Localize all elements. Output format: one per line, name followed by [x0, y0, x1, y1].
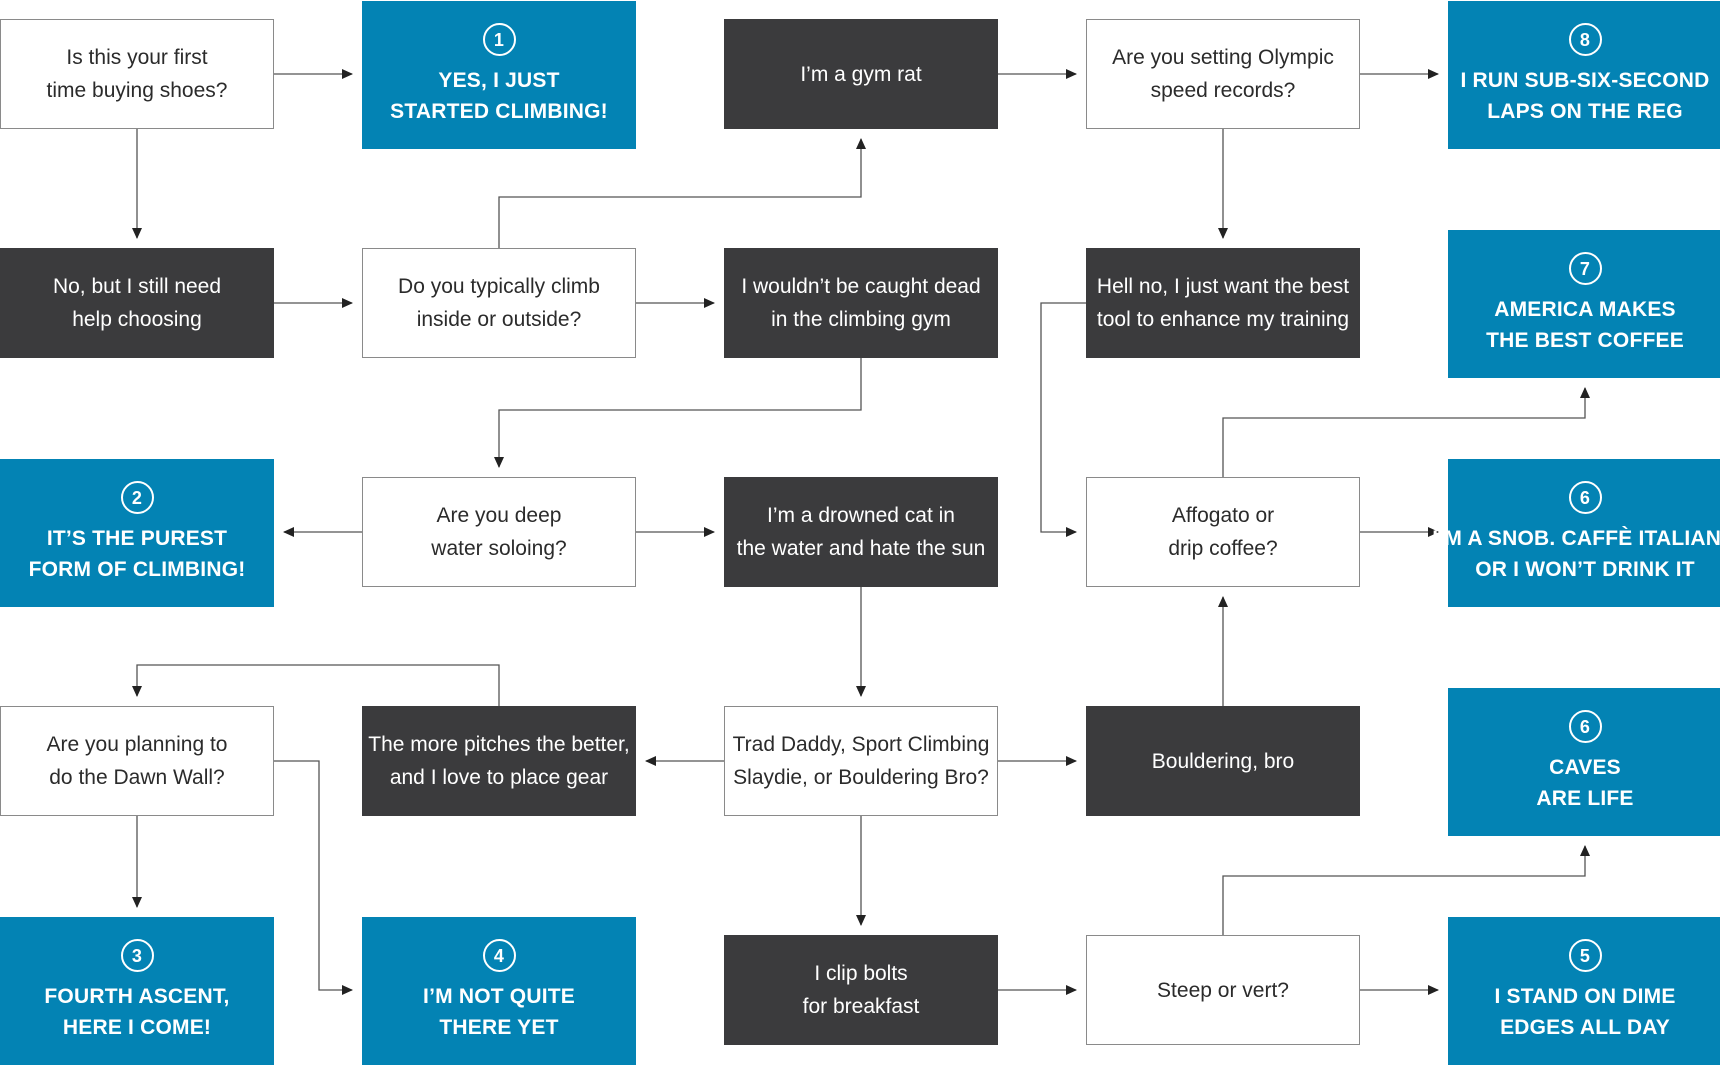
question-dawn-wall: Are you planning to do the Dawn Wall?: [0, 706, 274, 816]
node-text-line: YES, I JUST: [438, 69, 560, 92]
node-text-line: Steep or vert?: [1157, 978, 1289, 1002]
question-trad-sport-bouldering: Trad Daddy, Sport Climbing Slaydie, or B…: [724, 706, 998, 816]
result-7-america-coffee: 7 AMERICA MAKES THE BEST COFFEE: [1448, 230, 1720, 378]
node-text-line: Are you planning to: [46, 733, 228, 756]
node-text-line: I RUN SUB-SIX-SECOND: [1460, 69, 1710, 92]
node-text-line: Affogato or: [1171, 504, 1275, 527]
node-text-line: CAVES: [1549, 756, 1621, 779]
result-number-badge: 5: [1568, 939, 1602, 972]
node-text-line: tool to enhance my training: [1096, 308, 1350, 331]
node-text-line: Is this your first: [66, 46, 208, 69]
node-text-line: in the climbing gym: [771, 308, 951, 331]
result-6-caffe-italiano: 6 I’M A SNOB. CAFFÈ ITALIANO OR I WON’T …: [1432, 459, 1720, 607]
result-number-badge: 1: [482, 23, 516, 56]
answer-clip-bolts: I clip bolts for breakfast: [724, 935, 998, 1045]
node-text-line: I’M A SNOB. CAFFÈ ITALIANO: [1432, 527, 1720, 550]
question-deep-water-soloing: Are you deep water soloing?: [362, 477, 636, 587]
node-text-line: I STAND ON DIME: [1494, 985, 1676, 1008]
result-4-not-quite-there: 4 I’M NOT QUITE THERE YET: [362, 917, 636, 1065]
result-number-badge: 6: [1568, 710, 1602, 743]
result-number-badge: 8: [1568, 23, 1602, 56]
node-text-line: speed records?: [1150, 79, 1296, 102]
node-text-line: OR I WON’T DRINK IT: [1475, 558, 1695, 581]
result-number-badge: 4: [482, 939, 516, 972]
node-text-line: I’m a drowned cat in: [767, 504, 955, 527]
result-number-badge: 6: [1568, 481, 1602, 514]
result-2-purest-form: 2 IT’S THE PUREST FORM OF CLIMBING!: [0, 459, 274, 607]
edge-steep-to-r6b: [1222, 845, 1590, 935]
node-text-line: Hell no, I just want the best: [1096, 275, 1350, 298]
node-text-line: Are you setting Olympic: [1112, 46, 1334, 69]
result-number-badge: 7: [1568, 252, 1602, 285]
node-text-line: for breakfast: [802, 995, 920, 1018]
node-text-line: drip coffee?: [1168, 537, 1278, 560]
node-text-line: THERE YET: [439, 1016, 559, 1039]
question-inside-or-outside: Do you typically climb inside or outside…: [362, 248, 636, 358]
node-text-line: inside or outside?: [416, 308, 582, 331]
node-text-line: STARTED CLIMBING!: [390, 100, 608, 123]
answer-best-tool: Hell no, I just want the best tool to en…: [1086, 248, 1360, 358]
edge-affogato-to-r7: [1222, 387, 1590, 477]
result-5-dime-edges: 5 I STAND ON DIME EDGES ALL DAY: [1448, 917, 1720, 1065]
result-3-fourth-ascent: 3 FOURTH ASCENT, HERE I COME!: [0, 917, 274, 1065]
node-text-line: Are you deep: [436, 504, 562, 527]
result-8-sub-six-second: 8 I RUN SUB-SIX-SECOND LAPS ON THE REG: [1448, 1, 1720, 149]
node-text-line: HERE I COME!: [62, 1016, 212, 1039]
result-1-just-started: 1 YES, I JUST STARTED CLIMBING!: [362, 1, 636, 149]
node-text-line: IT’S THE PUREST: [46, 527, 228, 550]
node-text-line: I clip bolts: [814, 962, 908, 985]
node-text-line: THE BEST COFFEE: [1486, 329, 1684, 352]
answer-more-pitches: The more pitches the better, and I love …: [362, 706, 636, 816]
answer-gym-rat: I’m a gym rat: [724, 19, 998, 129]
node-text-line: help choosing: [72, 308, 202, 331]
edge-notgym-to-dws: [494, 358, 862, 468]
node-text-line: Bouldering, bro: [1151, 749, 1295, 773]
node-text-line: The more pitches the better,: [368, 733, 630, 756]
node-text-line: FORM OF CLIMBING!: [28, 558, 246, 581]
answer-need-help-choosing: No, but I still need help choosing: [0, 248, 274, 358]
node-text-line: and I love to place gear: [389, 766, 609, 789]
edge-pitches-to-dawnwall: [132, 664, 500, 706]
result-number-badge: 3: [120, 939, 154, 972]
node-text-line: EDGES ALL DAY: [1500, 1016, 1670, 1039]
node-text-line: Slaydie, or Bouldering Bro?: [733, 766, 989, 789]
node-text-line: do the Dawn Wall?: [49, 766, 225, 789]
node-text-line: LAPS ON THE REG: [1487, 100, 1683, 123]
question-affogato-or-drip: Affogato or drip coffee?: [1086, 477, 1360, 587]
edge-dawnwall-to-r4: [274, 760, 353, 995]
node-text-line: I wouldn’t be caught dead: [741, 275, 981, 298]
answer-bouldering-bro: Bouldering, bro: [1086, 706, 1360, 816]
node-text-line: ARE LIFE: [1536, 787, 1634, 810]
node-text-line: time buying shoes?: [46, 79, 228, 102]
edge-besttool-to-affogato: [1040, 302, 1086, 537]
node-text-line: FOURTH ASCENT,: [44, 985, 230, 1008]
question-first-time-buying: Is this your first time buying shoes?: [0, 19, 274, 129]
answer-not-in-gym: I wouldn’t be caught dead in the climbin…: [724, 248, 998, 358]
node-text-line: the water and hate the sun: [736, 537, 986, 560]
node-text-line: No, but I still need: [52, 275, 222, 298]
result-6-caves-are-life: 6 CAVES ARE LIFE: [1448, 688, 1720, 836]
node-text-line: Do you typically climb: [398, 275, 600, 298]
node-text-line: Trad Daddy, Sport Climbing: [732, 733, 990, 756]
node-text-line: I’m a gym rat: [800, 62, 922, 86]
question-olympic-speed: Are you setting Olympic speed records?: [1086, 19, 1360, 129]
edge-inside-to-gymrat: [498, 138, 866, 248]
answer-drowned-cat: I’m a drowned cat in the water and hate …: [724, 477, 998, 587]
question-steep-or-vert: Steep or vert?: [1086, 935, 1360, 1045]
node-text-line: water soloing?: [431, 537, 567, 560]
result-number-badge: 2: [120, 481, 154, 514]
node-text-line: I’M NOT QUITE: [423, 985, 575, 1008]
node-text-line: AMERICA MAKES: [1494, 298, 1676, 321]
